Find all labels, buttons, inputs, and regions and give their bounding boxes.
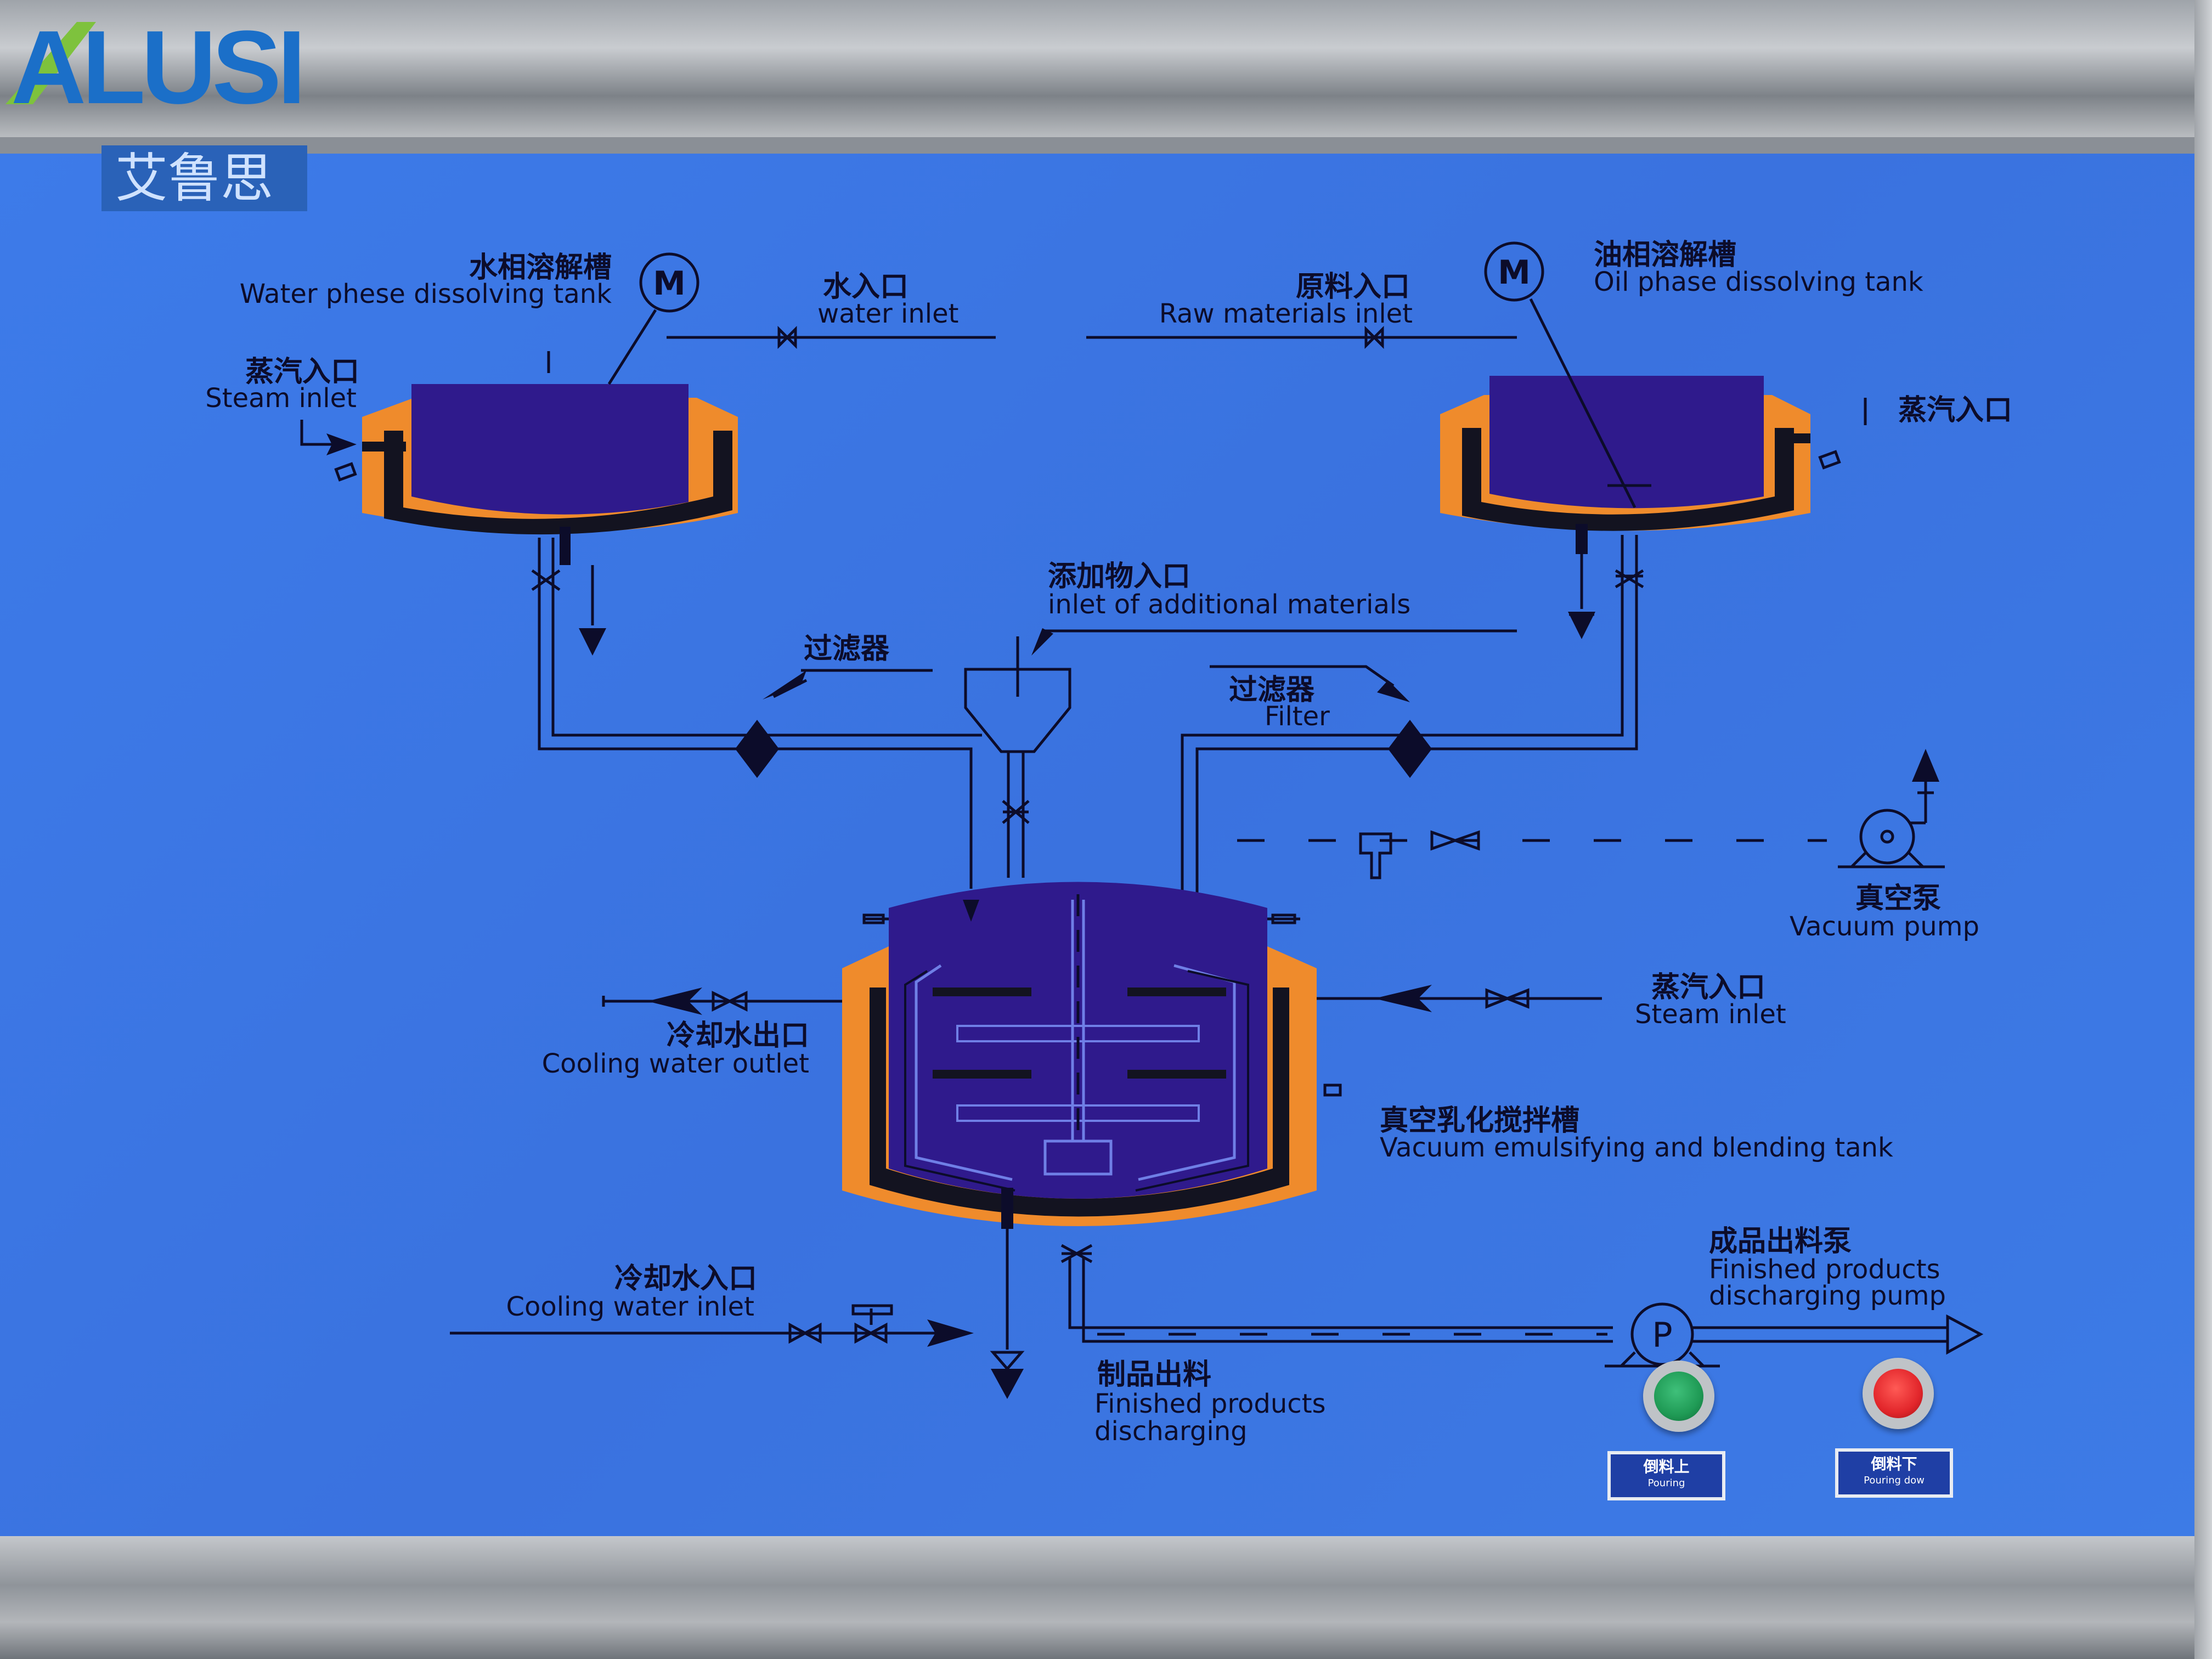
steam-main-cn: 蒸汽入口 [1651,971,1765,1004]
brand-badge [101,145,307,211]
filter-right-cn: 过滤器 [1229,674,1315,707]
water-outlet-valve-icon [531,569,561,591]
pour-down-plate: 倒料下 Pouring dow [1835,1448,1953,1498]
main-emulsifying-tank [842,882,1317,1229]
pour-down-en: Pouring dow [1864,1475,1925,1486]
vacuum-filter-icon [1359,832,1392,879]
motor-left-icon [639,252,699,313]
cooling-in-en: Cooling water inlet [506,1291,754,1322]
steam-main-valve-icon [1485,988,1530,1009]
pour-up-button[interactable] [1643,1361,1714,1432]
pour-down-button[interactable] [1863,1358,1934,1429]
motor-right-label: M [1498,253,1531,292]
filter-right-icon [1388,720,1432,778]
vacuum-valve-icon [1430,830,1480,851]
cooling-in-cn: 冷却水入口 [614,1262,757,1295]
green-button-cap[interactable] [1654,1372,1703,1421]
oil-tank-jacket-wall [1462,428,1794,531]
finished-en-2: discharging [1094,1416,1248,1447]
cooling-out-cn: 冷却水出口 [667,1019,809,1052]
brand-name: ALUSI [11,9,302,126]
filter-left-icon [735,720,779,778]
water-inlet-valve-icon [777,325,797,349]
main-tank-jacket-wall [870,988,1289,1217]
water-tank-jacket-wall [384,431,732,535]
oil-outlet-valve-icon [1615,569,1644,589]
filter-right-en: Filter [1265,701,1330,732]
water-tank-cn: 水相溶解槽 [469,251,612,284]
pour-up-cn: 倒料上 [1643,1458,1690,1476]
water-feed-arrow [963,900,979,922]
water-inlet-en: water inlet [817,298,958,329]
pump-letter: P [1652,1315,1672,1355]
brand-logo: ALUSI 艾鲁思 [5,9,307,211]
oil-tank-en: Oil phase dissolving tank [1594,267,1923,297]
steam-main-en: Steam inlet [1635,999,1786,1030]
raw-inlet-en: Raw materials inlet [1159,298,1413,329]
additional-cn: 添加物入口 [1048,560,1190,593]
pump-en-2: discharging pump [1709,1280,1946,1311]
cooling-in-control-valve-icon [851,1304,893,1344]
water-tank-body [411,384,689,515]
steel-frame-right [2194,0,2212,1659]
cooling-out-valve-icon [712,990,748,1012]
additional-funnel [964,668,1071,753]
main-tank-en: Vacuum emulsifying and blending tank [1380,1132,1893,1163]
vacuum-pump-en: Vacuum pump [1790,911,1979,942]
additional-en: inlet of additional materials [1048,589,1410,620]
steel-frame-top [0,0,2212,137]
steam-left-en: Steam inlet [205,383,357,414]
steel-frame-bottom [0,1536,2212,1659]
oil-tank-cn: 油相溶解槽 [1594,239,1736,272]
raw-inlet-cn: 原料入口 [1296,270,1410,303]
water-tank-en: Water phese dissolving tank [240,279,612,309]
vacuum-pump-icon [1859,809,1915,865]
main-tank-cn: 真空乳化搅拌槽 [1380,1104,1579,1137]
finished-cn: 制品出料 [1097,1358,1211,1391]
brand-cn-name: 艾鲁思 [115,148,273,209]
cooling-out-en: Cooling water outlet [542,1048,809,1079]
logo-leaf-icon [5,22,96,104]
steam-left-cn: 蒸汽入口 [245,356,359,388]
pour-up-plate: 倒料上 Pouring [1607,1451,1725,1500]
water-phase-tank [362,351,738,565]
motor-left-label: M [653,264,686,303]
pour-up-en: Pouring [1647,1477,1685,1489]
oil-phase-tank [1440,376,1810,554]
raw-inlet-valve-icon [1364,325,1384,349]
filter-left-cn: 过滤器 [804,633,890,665]
steam-right-top-cn: 蒸汽入口 [1898,394,2012,427]
cooling-in-valve-icon [788,1322,822,1344]
pump-cn: 成品出料泵 [1709,1225,1852,1258]
pump-en-1: Finished products [1709,1254,1940,1285]
oil-tank-body [1489,376,1764,509]
vacuum-pump-cn: 真空泵 [1855,882,1941,915]
red-button-cap[interactable] [1874,1369,1923,1418]
water-inlet-cn: 水入口 [823,270,909,303]
control-panel [0,154,2194,1547]
finished-en-1: Finished products [1094,1389,1326,1419]
pour-down-cn: 倒料下 [1871,1455,1917,1473]
motor-right-icon [1484,241,1544,302]
